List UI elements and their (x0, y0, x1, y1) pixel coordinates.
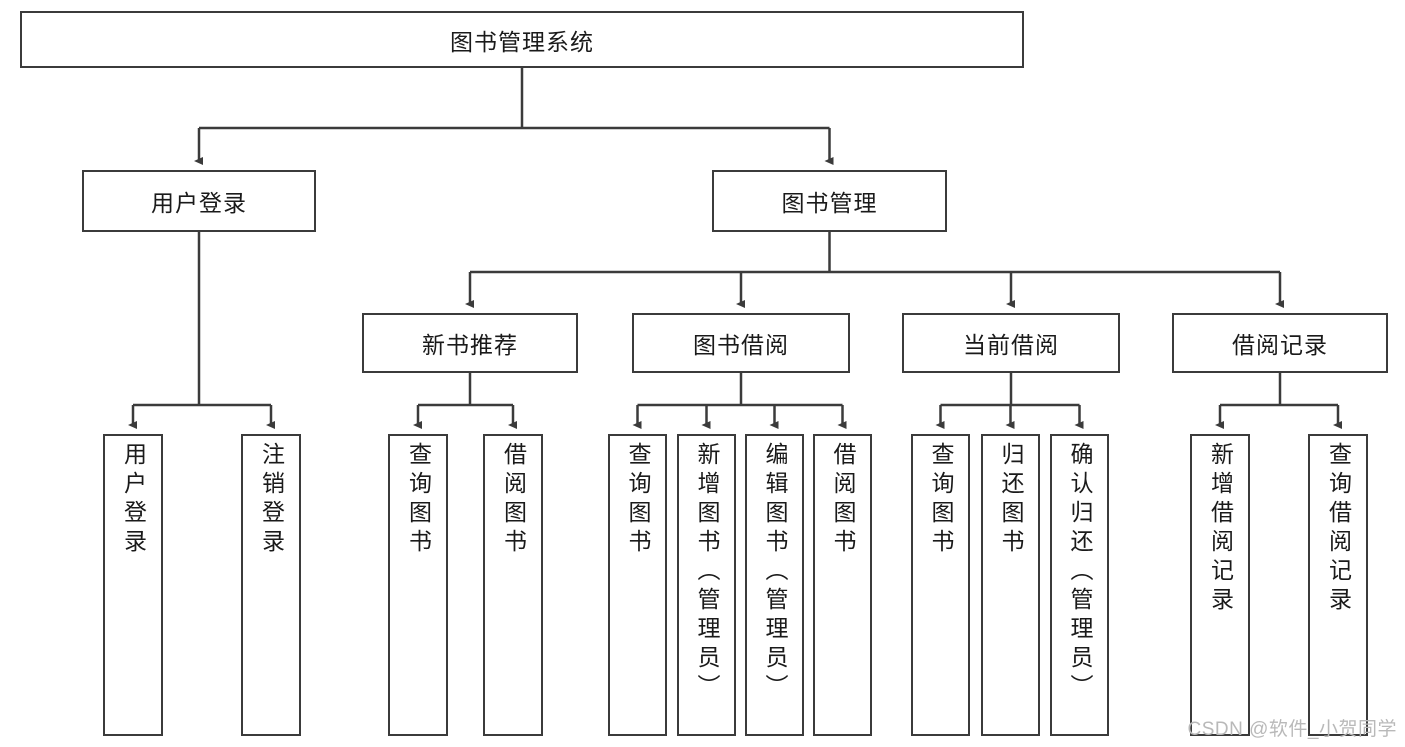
node-leaf-8[interactable]: 查询图书 (911, 434, 970, 736)
node-root-图书管理系统[interactable]: 图书管理系统 (20, 11, 1024, 68)
node-label: 用户登录 (151, 190, 247, 216)
node-label: 查询图书 (625, 442, 651, 558)
node-label: 查询图书 (928, 442, 954, 558)
node-label: 借阅记录 (1232, 332, 1328, 358)
node-label: 图书借阅 (693, 332, 789, 358)
node-leaf-0[interactable]: 用户登录 (103, 434, 163, 736)
node-label: 当前借阅 (963, 332, 1059, 358)
node-label: 编辑图书（管理员） (762, 442, 788, 703)
node-label: 归还图书 (998, 442, 1024, 558)
node-label: 借阅图书 (500, 442, 527, 558)
node-leaf-5[interactable]: 新增图书（管理员） (677, 434, 736, 736)
node-label: 借阅图书 (830, 442, 856, 558)
node-leaf-11[interactable]: 新增借阅记录 (1190, 434, 1250, 736)
node-level3-1[interactable]: 图书借阅 (632, 313, 850, 373)
node-leaf-10[interactable]: 确认归还（管理员） (1050, 434, 1109, 736)
node-level3-0[interactable]: 新书推荐 (362, 313, 578, 373)
node-label: 注销登录 (258, 442, 285, 558)
node-leaf-6[interactable]: 编辑图书（管理员） (745, 434, 804, 736)
node-leaf-7[interactable]: 借阅图书 (813, 434, 872, 736)
node-leaf-12[interactable]: 查询借阅记录 (1308, 434, 1368, 736)
node-label: 新书推荐 (422, 332, 518, 358)
node-level3-2[interactable]: 当前借阅 (902, 313, 1120, 373)
watermark-text: CSDN @软件_小贺同学 (1187, 719, 1397, 740)
node-label: 查询借阅记录 (1325, 442, 1352, 616)
node-leaf-3[interactable]: 借阅图书 (483, 434, 543, 736)
node-label: 用户登录 (120, 442, 147, 558)
node-level2-1[interactable]: 图书管理 (712, 170, 947, 232)
node-leaf-9[interactable]: 归还图书 (981, 434, 1040, 736)
node-label: 确认归还（管理员） (1067, 442, 1093, 703)
node-leaf-2[interactable]: 查询图书 (388, 434, 448, 736)
node-level3-3[interactable]: 借阅记录 (1172, 313, 1388, 373)
node-label: 新增图书（管理员） (694, 442, 720, 703)
node-leaf-1[interactable]: 注销登录 (241, 434, 301, 736)
node-label: 新增借阅记录 (1207, 442, 1234, 616)
node-level2-0[interactable]: 用户登录 (82, 170, 316, 232)
node-label: 图书管理 (781, 190, 878, 216)
node-label: 图书管理系统 (450, 28, 594, 55)
node-label: 查询图书 (405, 442, 432, 558)
node-leaf-4[interactable]: 查询图书 (608, 434, 667, 736)
